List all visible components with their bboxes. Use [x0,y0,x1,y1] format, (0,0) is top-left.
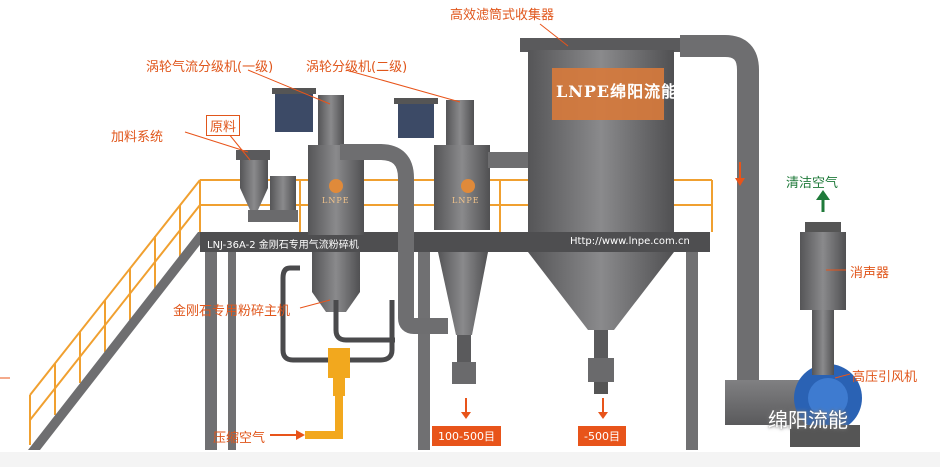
high-pressure-fan [725,364,862,447]
label-classifier-2: 涡轮分级机(二级) [306,60,408,75]
ground [0,452,940,467]
deck-model: LNJ-36A-2 金刚石专用气流粉碎机 [207,240,359,251]
classifier-logo: LNPE [452,196,480,205]
flow-arrowhead [735,178,745,186]
secondary-classifier [394,98,490,384]
collector-logo: LNPE绵阳流能 [556,82,679,101]
silencer-unit [800,222,846,375]
fine-output-arrowhead [598,412,608,419]
transfer-pipe [340,144,448,334]
label-collector: 高效滤筒式收集器 [450,8,555,23]
filter-collector [520,38,680,394]
output-fine-tag: -500目 [578,426,626,446]
label-classifier-1: 涡轮气流分级机(一级) [146,60,274,75]
coarse-output-arrowhead [461,412,471,419]
label-silencer: 消声器 [850,266,890,281]
clean-air-arrowhead [816,190,830,200]
platform-legs [205,252,698,450]
label-raw: 原料 [206,115,241,136]
main-mill [272,88,395,363]
label-clean-air: 清洁空气 [786,176,839,191]
label-fan: 高压引风机 [852,370,918,385]
label-feeding: 加料系统 [111,130,164,145]
deck-url: Http://www.lnpe.com.cn [570,236,690,247]
feeding-system [236,150,298,222]
compressed-air-line [270,348,350,440]
staircase [29,179,201,445]
exhaust-duct [680,35,759,400]
stair-stringer [28,232,210,450]
label-main-mill: 金刚石专用粉碎主机 [173,304,291,319]
platform-deck [200,232,710,252]
mill-logo: LNPE [322,196,350,205]
label-compressed-air: 压缩空气 [213,431,266,446]
watermark-text: 绵阳流能 [768,408,848,432]
output-coarse-tag: 100-500目 [432,426,501,446]
